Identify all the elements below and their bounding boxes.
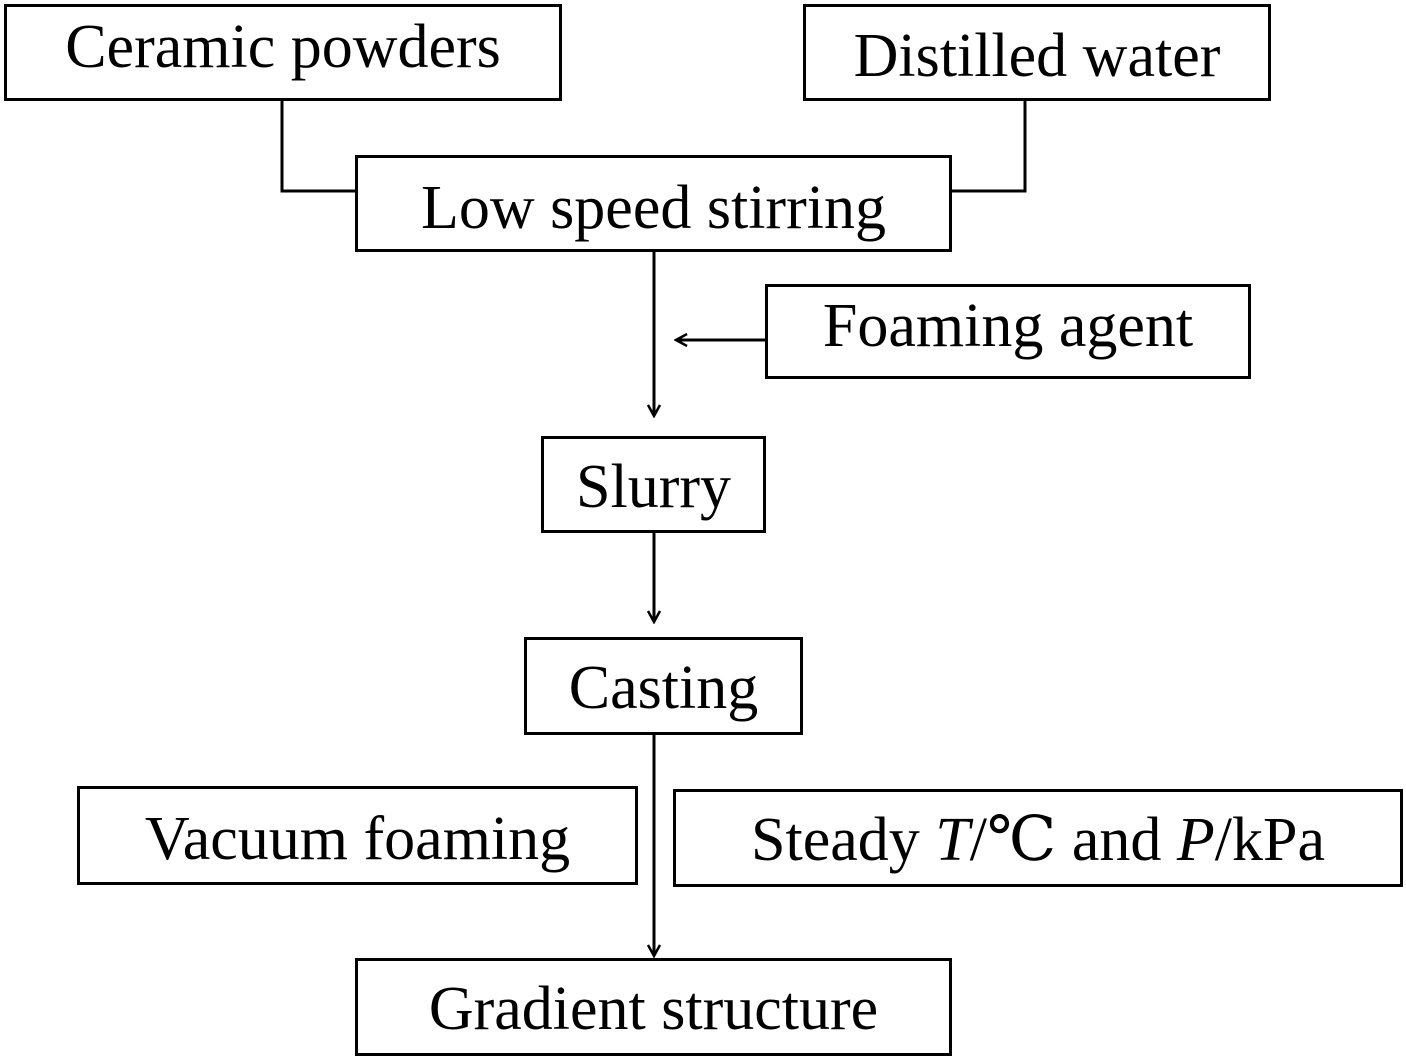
connector-ceramic-to-stirring — [280, 100, 356, 193]
node-ceramic-powders: Ceramic powders — [4, 4, 562, 101]
steady-prefix: Steady — [751, 806, 936, 874]
node-casting: Casting — [524, 637, 803, 735]
node-gradient-structure-label: Gradient structure — [428, 975, 879, 1043]
node-slurry-label: Slurry — [576, 452, 731, 521]
node-steady-conditions: Steady T/℃ and P/kPa — [673, 789, 1403, 887]
node-casting-label: Casting — [568, 654, 759, 722]
node-foaming-agent-label: Foaming agent — [822, 291, 1194, 360]
node-slurry: Slurry — [541, 436, 766, 533]
pressure-unit: /kPa — [1214, 806, 1325, 874]
node-vacuum-foaming: Vacuum foaming — [77, 786, 638, 885]
temperature-symbol: T — [935, 806, 970, 874]
node-ceramic-powders-label: Ceramic powders — [65, 12, 501, 81]
node-gradient-structure: Gradient structure — [355, 958, 952, 1056]
node-foaming-agent: Foaming agent — [765, 284, 1251, 379]
node-distilled-water: Distilled water — [803, 4, 1271, 101]
node-vacuum-foaming-label: Vacuum foaming — [144, 804, 571, 873]
node-steady-conditions-label: Steady T/℃ and P/kPa — [751, 809, 1325, 871]
node-low-speed-stirring: Low speed stirring — [355, 155, 952, 252]
temperature-unit: /℃ and — [969, 806, 1177, 874]
node-low-speed-stirring-label: Low speed stirring — [421, 173, 886, 242]
pressure-symbol: P — [1176, 806, 1215, 874]
connector-water-to-stirring — [951, 100, 1027, 193]
node-distilled-water-label: Distilled water — [853, 21, 1221, 90]
